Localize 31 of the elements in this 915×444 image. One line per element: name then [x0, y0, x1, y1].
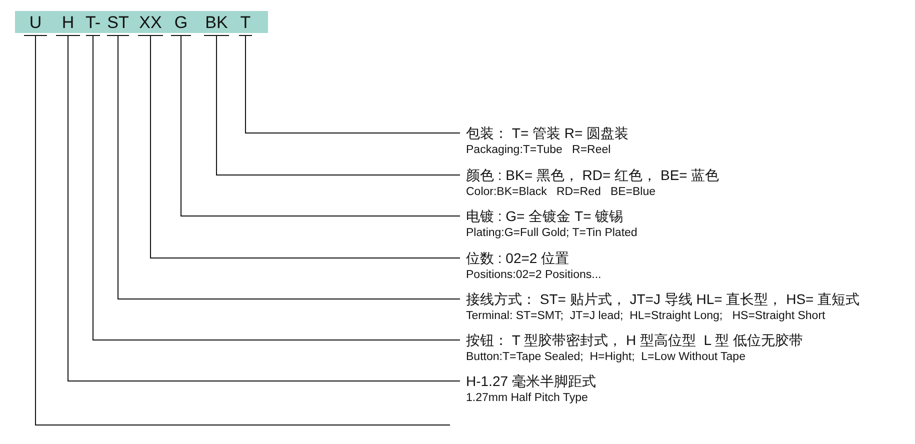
description-chinese: 电镀 : G= 全镀金 T= 镀锡: [466, 207, 624, 226]
description-chinese: 接线方式： ST= 贴片式， JT=J 导线 HL= 直长型， HS= 直短式: [466, 290, 860, 309]
description-english: Terminal: ST=SMT; JT=J lead; HL=Straight Long; HS=Straight Short: [466, 309, 826, 323]
code-segment: BK: [204, 11, 229, 36]
description-english: Packaging:T=Tube R=Reel: [466, 143, 612, 157]
description-chinese: H-1.27 毫米半脚距式: [466, 372, 596, 391]
leader-line: [180, 36, 460, 216]
description-english: 1.27mm Half Pitch Type: [466, 391, 589, 405]
code-segment: G: [171, 11, 191, 36]
leader-line: [216, 36, 460, 176]
leader-line: [92, 36, 460, 340]
description-chinese: 颜色 : BK= 黑色， RD= 红色， BE= 蓝色: [466, 166, 720, 185]
code-segment: H: [56, 11, 80, 36]
code-band: [15, 11, 268, 33]
code-segment: ST: [107, 11, 129, 36]
leader-line: [35, 36, 450, 426]
description-english: Color:BK=Black RD=Red BE=Blue: [466, 185, 657, 199]
description-chinese: 位数 : 02=2 位置: [466, 249, 570, 268]
description-english: Positions:02=2 Positions...: [466, 268, 602, 282]
leader-line: [150, 36, 460, 258]
description-chinese: 按钮： T 型胶带密封式， H 型高位型 L 型 低位无胶带: [466, 331, 803, 350]
leader-line: [118, 36, 460, 300]
leader-line: [245, 36, 460, 134]
code-segment: U: [24, 11, 47, 36]
code-segment: T: [239, 11, 252, 36]
code-segment: XX: [138, 11, 163, 36]
leader-line: [68, 36, 460, 382]
description-english: Plating:G=Full Gold; T=Tin Plated: [466, 226, 638, 240]
description-chinese: 包装： T= 管装 R= 圆盘装: [466, 124, 629, 143]
description-english: Button:T=Tape Sealed; H=Hight; L=Low Without Tape: [466, 350, 746, 364]
code-segment: T-: [86, 11, 100, 36]
